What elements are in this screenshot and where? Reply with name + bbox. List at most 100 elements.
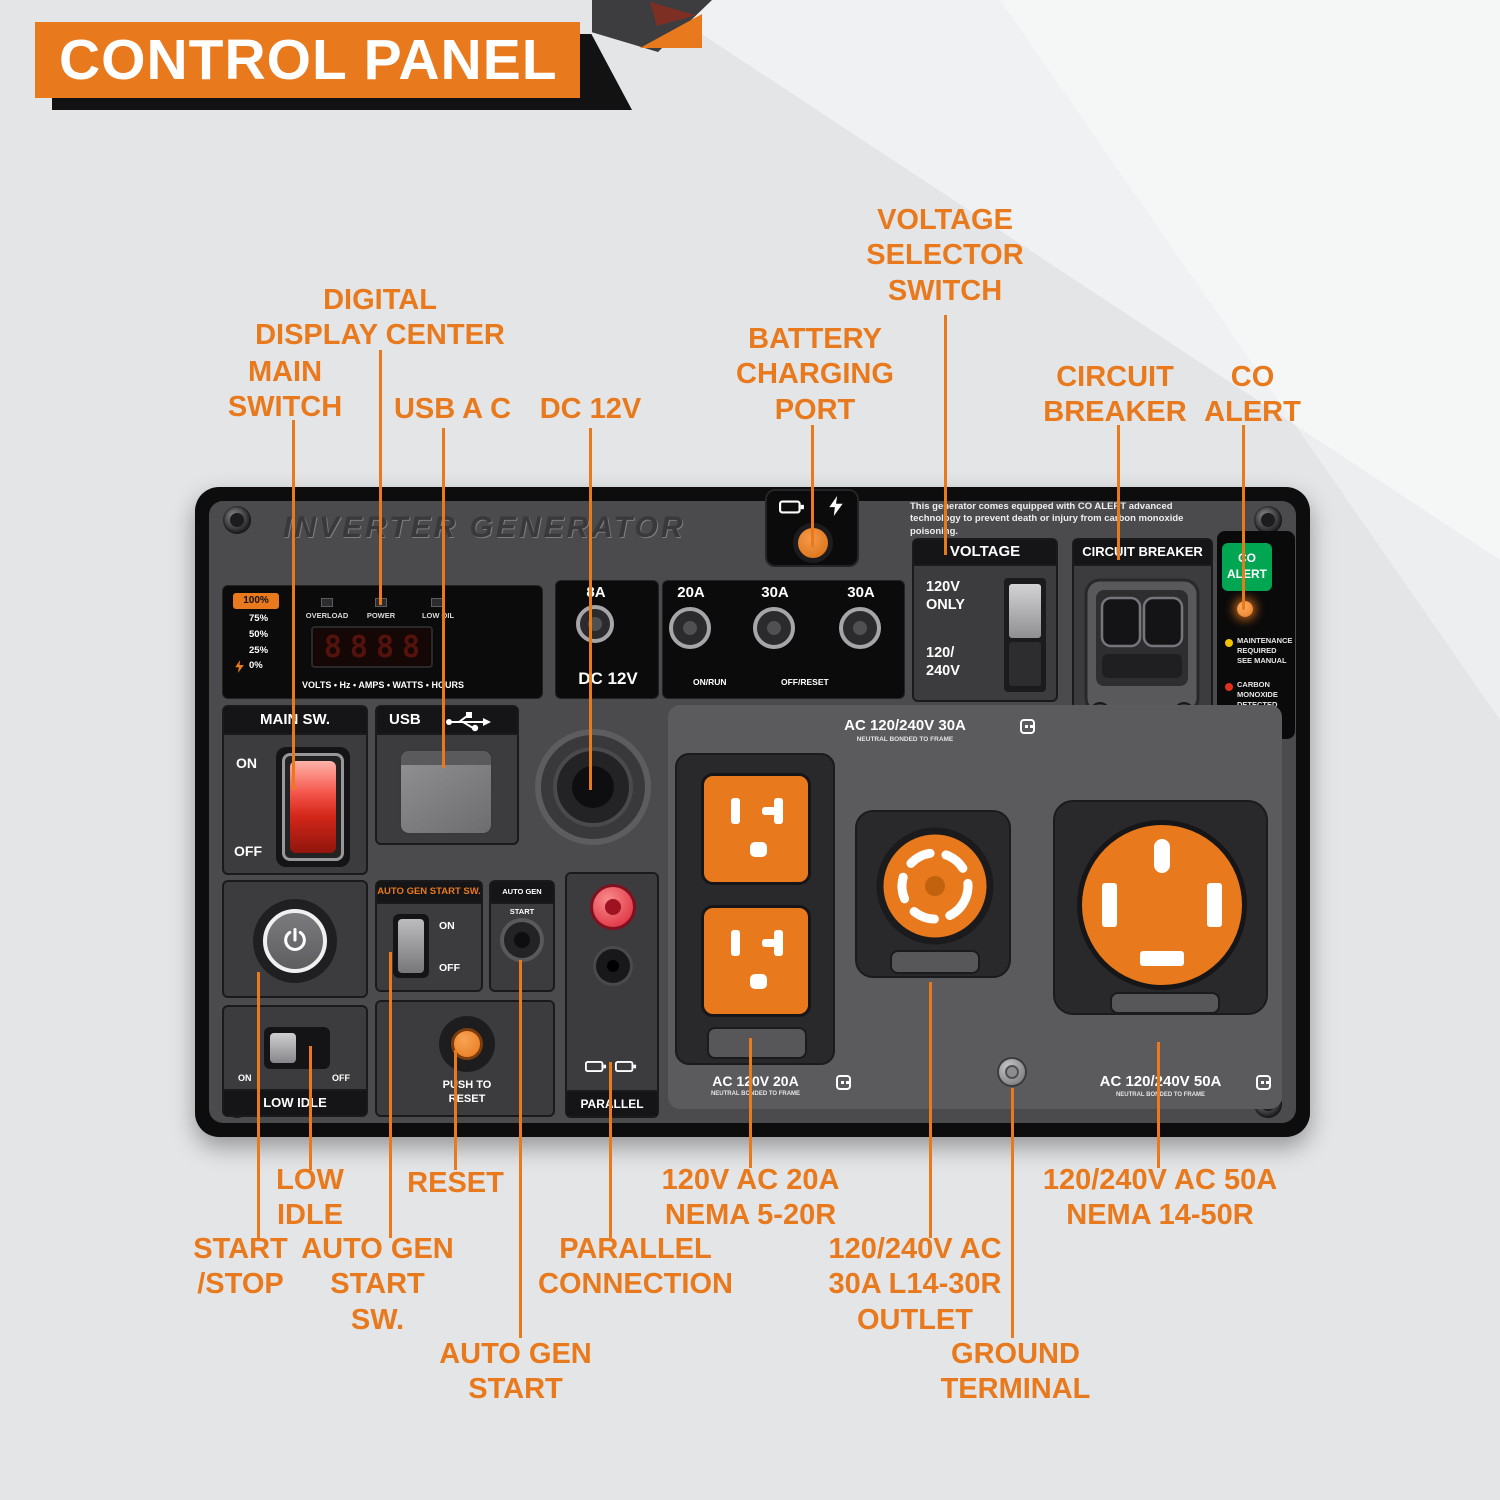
battery-gauge-75: 75% xyxy=(249,613,269,624)
callout-main-switch: MAIN SWITCH xyxy=(227,356,343,424)
callout-auto-gen-start: AUTO GEN START xyxy=(439,1338,592,1406)
outlet-cover-tab xyxy=(890,950,980,974)
auto-gen-rocker-knob xyxy=(398,919,424,973)
battery-gauge-0: 0% xyxy=(249,660,263,671)
nema-14-50r-housing xyxy=(1053,800,1268,1015)
leader-nema1450 xyxy=(1157,1042,1160,1168)
callout-nema-1450: 120/240V AC 50A NEMA 14-50R xyxy=(1042,1164,1278,1232)
leader-l1430 xyxy=(929,982,932,1238)
usb-icon xyxy=(439,712,497,741)
outlet-panel: AC 120/240V 30A NEUTRAL BONDED TO FRAME … xyxy=(668,705,1282,1109)
dc-breaker-strip: 8A DC 12V xyxy=(555,580,659,699)
main-sw-off-label: OFF xyxy=(234,843,262,859)
outlet-ground-slot xyxy=(1154,839,1170,873)
ac-30a-label: AC 120/240V 30A xyxy=(844,717,966,734)
leader-voltage-selector xyxy=(944,315,947,555)
leader-circuit-breaker xyxy=(1117,425,1120,560)
low-idle-label-strip: LOW IDLE xyxy=(224,1089,366,1115)
breaker-20a-label: 20A xyxy=(677,584,705,601)
power-icon xyxy=(281,926,309,959)
voltage-switch-well xyxy=(1009,642,1041,686)
callout-circuit-breaker: CIRCUIT BREAKER xyxy=(1043,361,1187,429)
main-rocker-red xyxy=(290,761,336,853)
l14-30r-outlet xyxy=(875,826,995,951)
battery-icon xyxy=(779,499,805,515)
dc-socket-hole xyxy=(572,766,614,808)
main-sw-on-label: ON xyxy=(236,755,257,771)
l14-30r-housing xyxy=(855,810,1011,978)
control-panel: INVERTER GENERATOR This generator comes … xyxy=(195,487,1310,1137)
duplex-outlet-housing xyxy=(675,753,835,1065)
callout-digital-display: DIGITAL DISPLAY CENTER xyxy=(255,284,505,352)
on-run-label: ON/RUN xyxy=(693,677,727,687)
carbon-monoxide-label: CARBON MONOXIDE DETECTED xyxy=(1237,680,1278,709)
outlet-slot xyxy=(731,798,740,824)
co-alert-column: CO ALERT MAINTENANCE REQUIRED SEE MANUAL… xyxy=(1217,531,1295,739)
outlet-slot xyxy=(1207,883,1222,927)
battery-gauge-50: 50% xyxy=(249,629,269,640)
callout-auto-gen-start-sw: AUTO GEN START SW. xyxy=(301,1233,454,1336)
screw-icon xyxy=(223,506,251,534)
co-alert-indicator-light xyxy=(1237,601,1253,617)
parallel-label-strip: PARALLEL xyxy=(567,1090,657,1116)
display-units-label: VOLTS • Hz • AMPS • WATTS • HOURS xyxy=(302,680,464,690)
nema-5-20r-outlet-bottom xyxy=(701,905,811,1017)
outlet-ground-slot xyxy=(750,974,767,989)
nema-5-20r-outlet-top xyxy=(701,773,811,885)
reset-box: PUSH TO RESET xyxy=(375,1000,555,1117)
usb-header: USB xyxy=(377,707,517,735)
auto-gen-start-title: AUTO GEN START xyxy=(491,882,553,916)
overload-label: OVERLOAD xyxy=(305,611,349,620)
parallel-jack-red-center xyxy=(605,899,621,915)
usb-cover-hinge xyxy=(401,751,491,765)
callout-voltage-selector: VOLTAGE SELECTOR SWITCH xyxy=(866,204,1024,307)
receptacle-icon xyxy=(1020,719,1035,734)
leader-low-idle xyxy=(309,1046,312,1170)
auto-gen-rocker-switch xyxy=(393,914,429,978)
auto-gen-off-label: OFF xyxy=(439,962,460,974)
low-idle-on-label: ON xyxy=(238,1073,252,1083)
nema-14-50r-outlet xyxy=(1077,820,1247,990)
co-notice-text: This generator comes equipped with CO AL… xyxy=(910,501,1184,537)
battery-icon xyxy=(585,1060,607,1078)
leader-digital-display xyxy=(379,350,382,605)
main-sw-title: MAIN SW. xyxy=(224,707,366,735)
callout-start-stop: START /STOP xyxy=(193,1233,288,1301)
callout-parallel-connection: PARALLEL CONNECTION xyxy=(538,1233,733,1301)
carbon-monoxide-led xyxy=(1225,683,1233,691)
leader-dc12v xyxy=(589,428,592,790)
maintenance-label: MAINTENANCE REQUIRED SEE MANUAL xyxy=(1237,636,1293,666)
leader-battery-port xyxy=(811,425,814,547)
callout-ground-terminal: GROUND TERMINAL xyxy=(940,1338,1091,1406)
leader-nema520 xyxy=(749,1038,752,1168)
low-idle-switch-knob xyxy=(270,1033,296,1063)
auto-gen-start-port xyxy=(500,918,544,962)
dc-12v-socket xyxy=(535,729,651,845)
leader-start-stop xyxy=(257,972,260,1238)
parallel-jack-black xyxy=(593,946,633,986)
breaker-20a-button xyxy=(669,607,711,649)
ground-terminal-nut xyxy=(1005,1065,1019,1079)
outlet-cover-tab xyxy=(1110,992,1220,1014)
breaker-8a-label: 8A xyxy=(586,584,606,601)
screw-icon xyxy=(1254,506,1282,534)
battery-gauge-25: 25% xyxy=(249,645,269,656)
outlet-slot xyxy=(1140,951,1184,966)
breaker-30a-label: 30A xyxy=(761,584,789,601)
bg-band-1 xyxy=(650,0,1500,560)
callout-co-alert: CO ALERT xyxy=(1204,361,1301,429)
callout-nema-520: 120V AC 20A NEMA 5-20R xyxy=(661,1164,840,1232)
outlet-slot xyxy=(1102,883,1117,927)
battery-icon xyxy=(615,1060,637,1078)
outlet-ground-slot xyxy=(750,842,767,857)
co-alert-badge: CO ALERT xyxy=(1222,543,1272,591)
voltage-120-240: 120/ 240V xyxy=(926,645,960,680)
usb-box: USB xyxy=(375,705,519,845)
auto-gen-start-sw-box: AUTO GEN START SW. ON OFF xyxy=(375,880,483,992)
breaker-30a-button xyxy=(753,607,795,649)
outlet-slot xyxy=(762,939,776,947)
reset-button-recess xyxy=(439,1016,495,1072)
seven-segment-display: 8888 xyxy=(311,626,433,668)
breaker-30a2-button xyxy=(839,607,881,649)
callout-l14-30: 120/240V AC 30A L14-30R OUTLET xyxy=(828,1233,1002,1336)
